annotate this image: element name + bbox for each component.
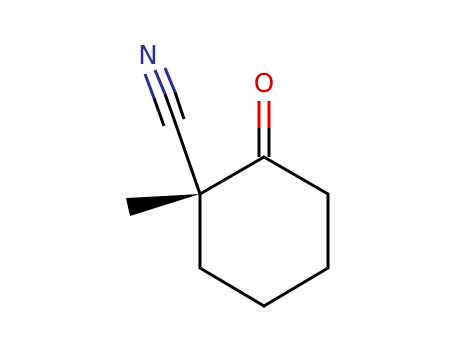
nitrile-bond-right-upper [163,67,177,93]
bond-c2-c3 [262,155,330,196]
carbonyl-double-bond [257,101,271,157]
ring-bonds [198,155,330,308]
bond-c4-c5 [262,266,330,308]
bond-c1-cn [173,120,202,196]
nitrile-bond-mid-upper [153,69,167,95]
nitrogen-atom-label: N [138,41,157,71]
bond-c1-c2 [198,155,266,196]
nitrile-bond-left-upper [143,73,156,99]
nitrile-bond-left-lower [152,97,166,127]
nitrile-triple-bond [143,67,186,127]
nitrile-bond-mid-lower [163,93,177,123]
nitrile-bond-right-lower [173,91,186,120]
bond-c5-c6 [198,266,266,308]
oxygen-atom-label: O [254,69,274,99]
methyl-wedge-bond [126,194,200,216]
